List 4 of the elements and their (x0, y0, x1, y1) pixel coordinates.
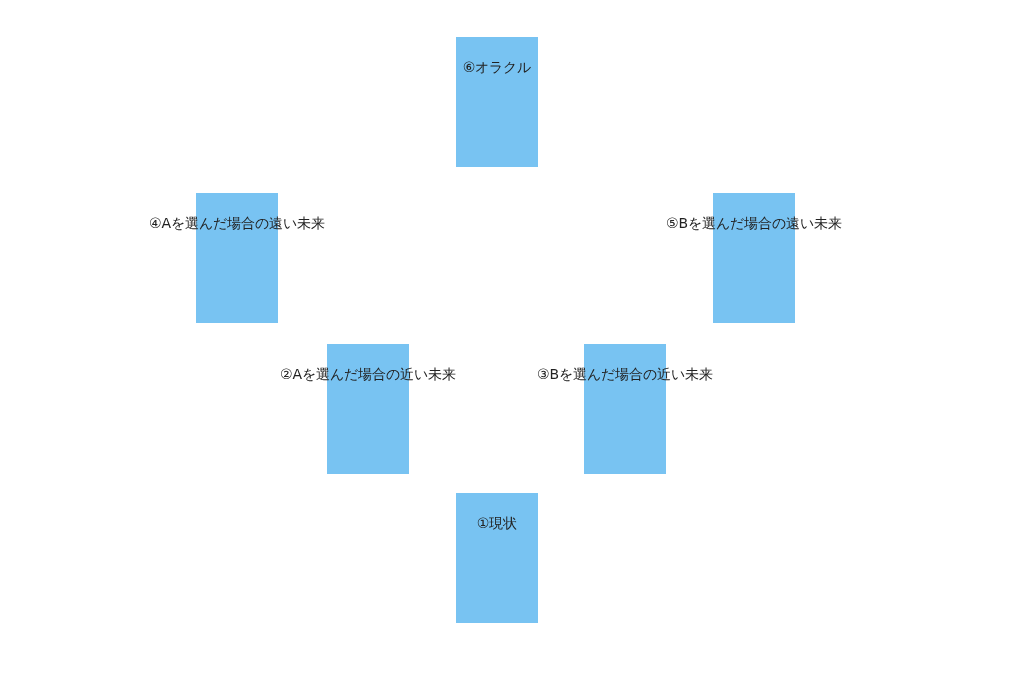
card-label: ⑥オラクル (462, 58, 532, 77)
card (456, 37, 538, 167)
card-label: ①現状 (476, 514, 518, 533)
card (456, 493, 538, 623)
